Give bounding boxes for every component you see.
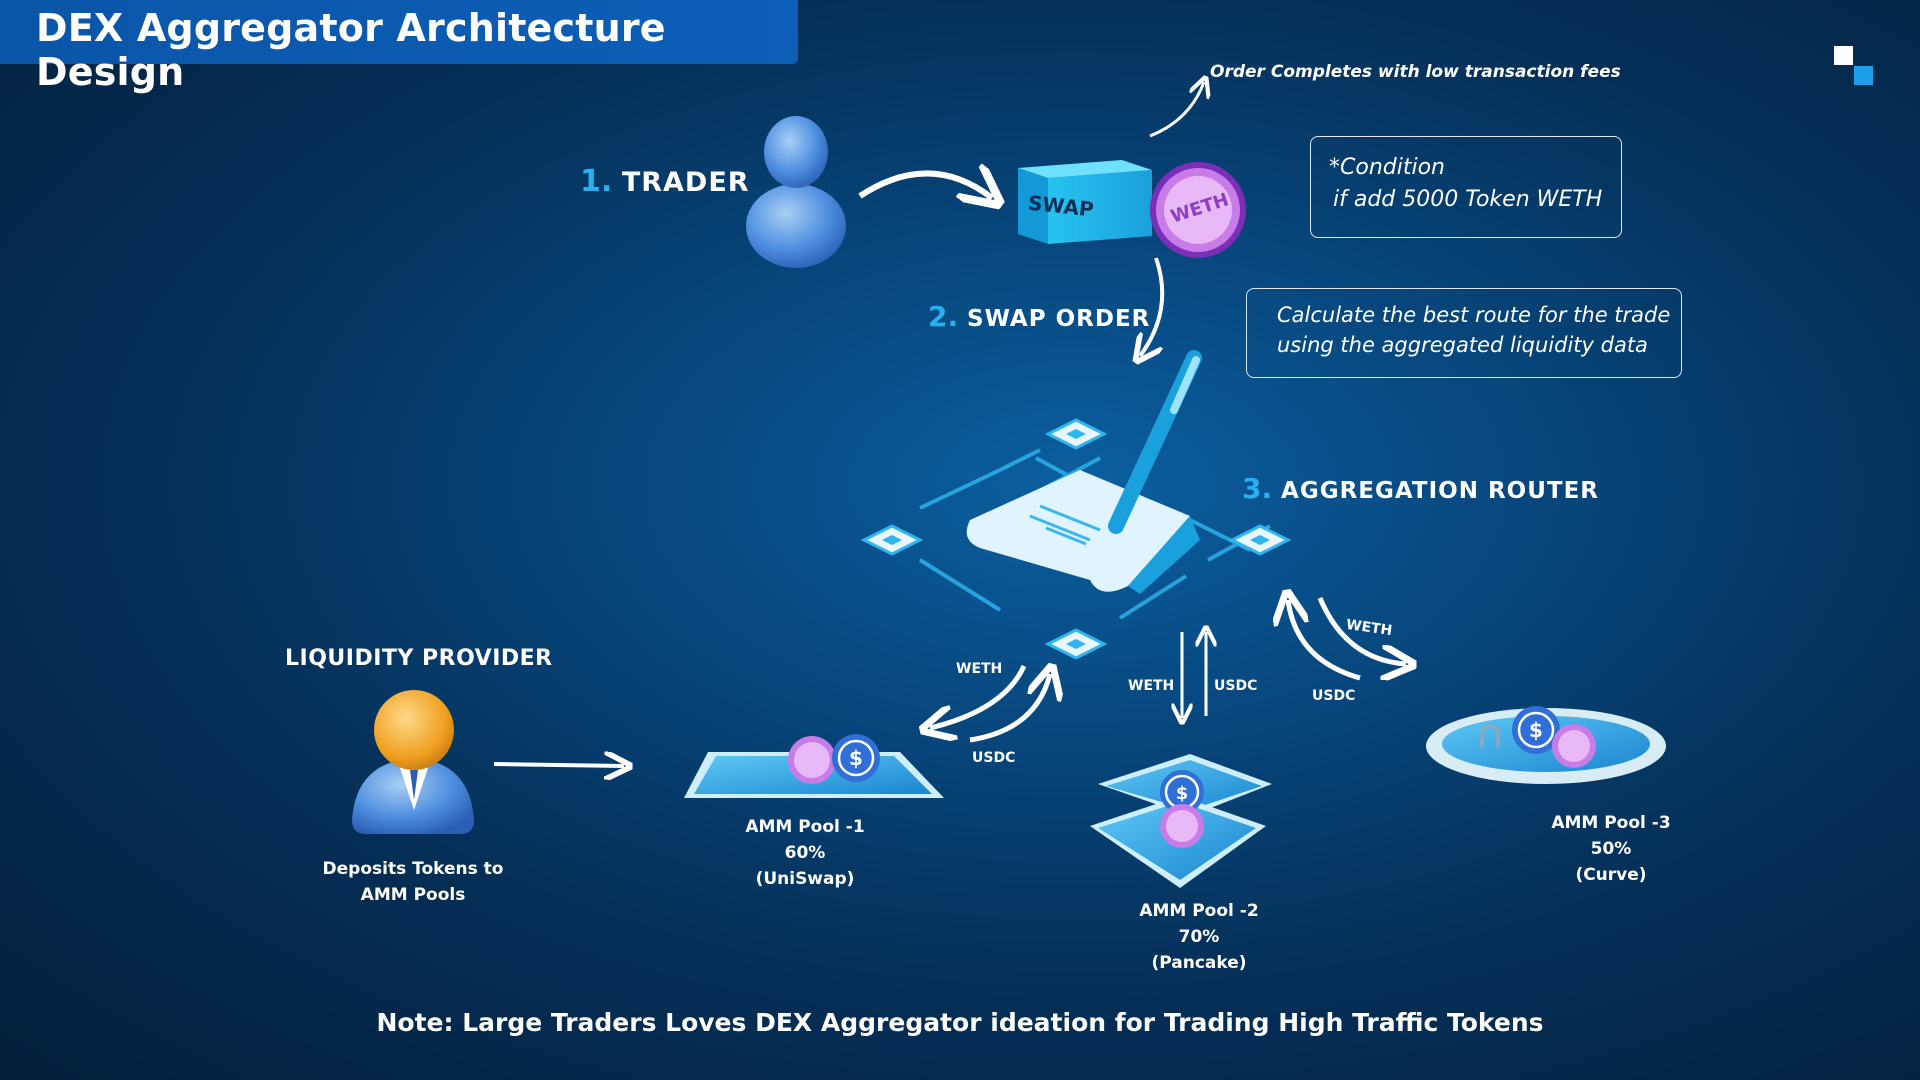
condition-box: *Condition if add 5000 Token WETH [1310,136,1622,238]
condition-line1: *Condition [1329,155,1445,180]
pool3-usdc-arrow [1288,600,1361,681]
liquidity-provider-caption: Deposits Tokens to AMM Pools [300,856,526,908]
footer-note: Note: Large Traders Loves DEX Aggregator… [376,1008,1544,1037]
step-swap-order: 2. SWAP ORDER [928,300,1150,333]
lp-caption-line1: Deposits Tokens to [322,859,504,879]
swap-to-router-arrow [1140,257,1165,356]
pool-1-name: AMM Pool -1 [745,817,865,837]
swap-box-icon [1018,160,1152,244]
pool-2-name: AMM Pool -2 [1139,901,1259,921]
pool1-weth-label: WETH [956,661,1003,677]
step-swap-order-number: 2. [928,300,959,333]
pool3-weth-arrow [1317,597,1406,664]
trader-to-swap-arrow [858,173,992,198]
route-line1: Calculate the best route for the trade [1277,303,1671,327]
pool-3-pct: 50% [1590,839,1632,859]
pool2-weth-label: WETH [1128,678,1175,694]
title-banner: DEX Aggregator Architecture Design [0,0,798,94]
page-title: DEX Aggregator Architecture Design [36,6,666,94]
pool1-weth-arrow [930,664,1027,728]
pool-2-caption: AMM Pool -2 70% (Pancake) [1094,898,1304,976]
provider-to-pool-arrow [493,764,624,766]
condition-line2: if add 5000 Token WETH [1333,187,1603,212]
step-swap-order-label: SWAP ORDER [967,306,1151,332]
aggregation-router-icon [860,350,1292,660]
pool-1-dex: (UniSwap) [755,869,855,889]
pool1-usdc-arrow [969,674,1050,743]
pool-3-dex: (Curve) [1575,865,1647,885]
step-router-label: AGGREGATION ROUTER [1281,478,1600,504]
route-box: Calculate the best route for the trade u… [1246,288,1682,378]
svg-text:$: $ [1176,783,1189,804]
order-complete-text: Order Completes with low transaction fee… [1210,62,1621,82]
amm-pool-2-icon: $ [1090,754,1272,888]
step-trader: 1. TRADER [580,164,750,199]
pool-1-caption: AMM Pool -1 60% (UniSwap) [700,814,910,892]
pool-3-caption: AMM Pool -3 50% (Curve) [1506,810,1716,888]
liquidity-provider-heading: LIQUIDITY PROVIDER [285,646,553,671]
svg-text:$: $ [849,746,863,770]
step-trader-label: TRADER [621,167,750,198]
weth-coin-icon [1150,162,1246,258]
corner-logo [1834,46,1878,90]
pool-2-dex: (Pancake) [1151,953,1247,973]
step-trader-number: 1. [580,164,613,199]
pool-3-name: AMM Pool -3 [1551,813,1671,833]
pool3-usdc-label: USDC [1312,688,1356,704]
pool-1-pct: 60% [784,843,826,863]
step-router-number: 3. [1242,472,1273,505]
liquidity-provider-icon [352,690,474,834]
order-complete-arrow [1149,82,1204,138]
pool1-usdc-label: USDC [972,750,1016,766]
step-router: 3. AGGREGATION ROUTER [1242,472,1599,505]
pool-2-pct: 70% [1178,927,1220,947]
trader-icon [746,116,846,268]
pool2-usdc-label: USDC [1214,678,1258,694]
lp-caption-line2: AMM Pools [360,885,466,905]
amm-pool-1-icon: $ [684,734,944,798]
route-line2: using the aggregated liquidity data [1277,333,1648,357]
amm-pool-3-icon: $ [1426,706,1666,784]
svg-text:$: $ [1529,718,1543,742]
